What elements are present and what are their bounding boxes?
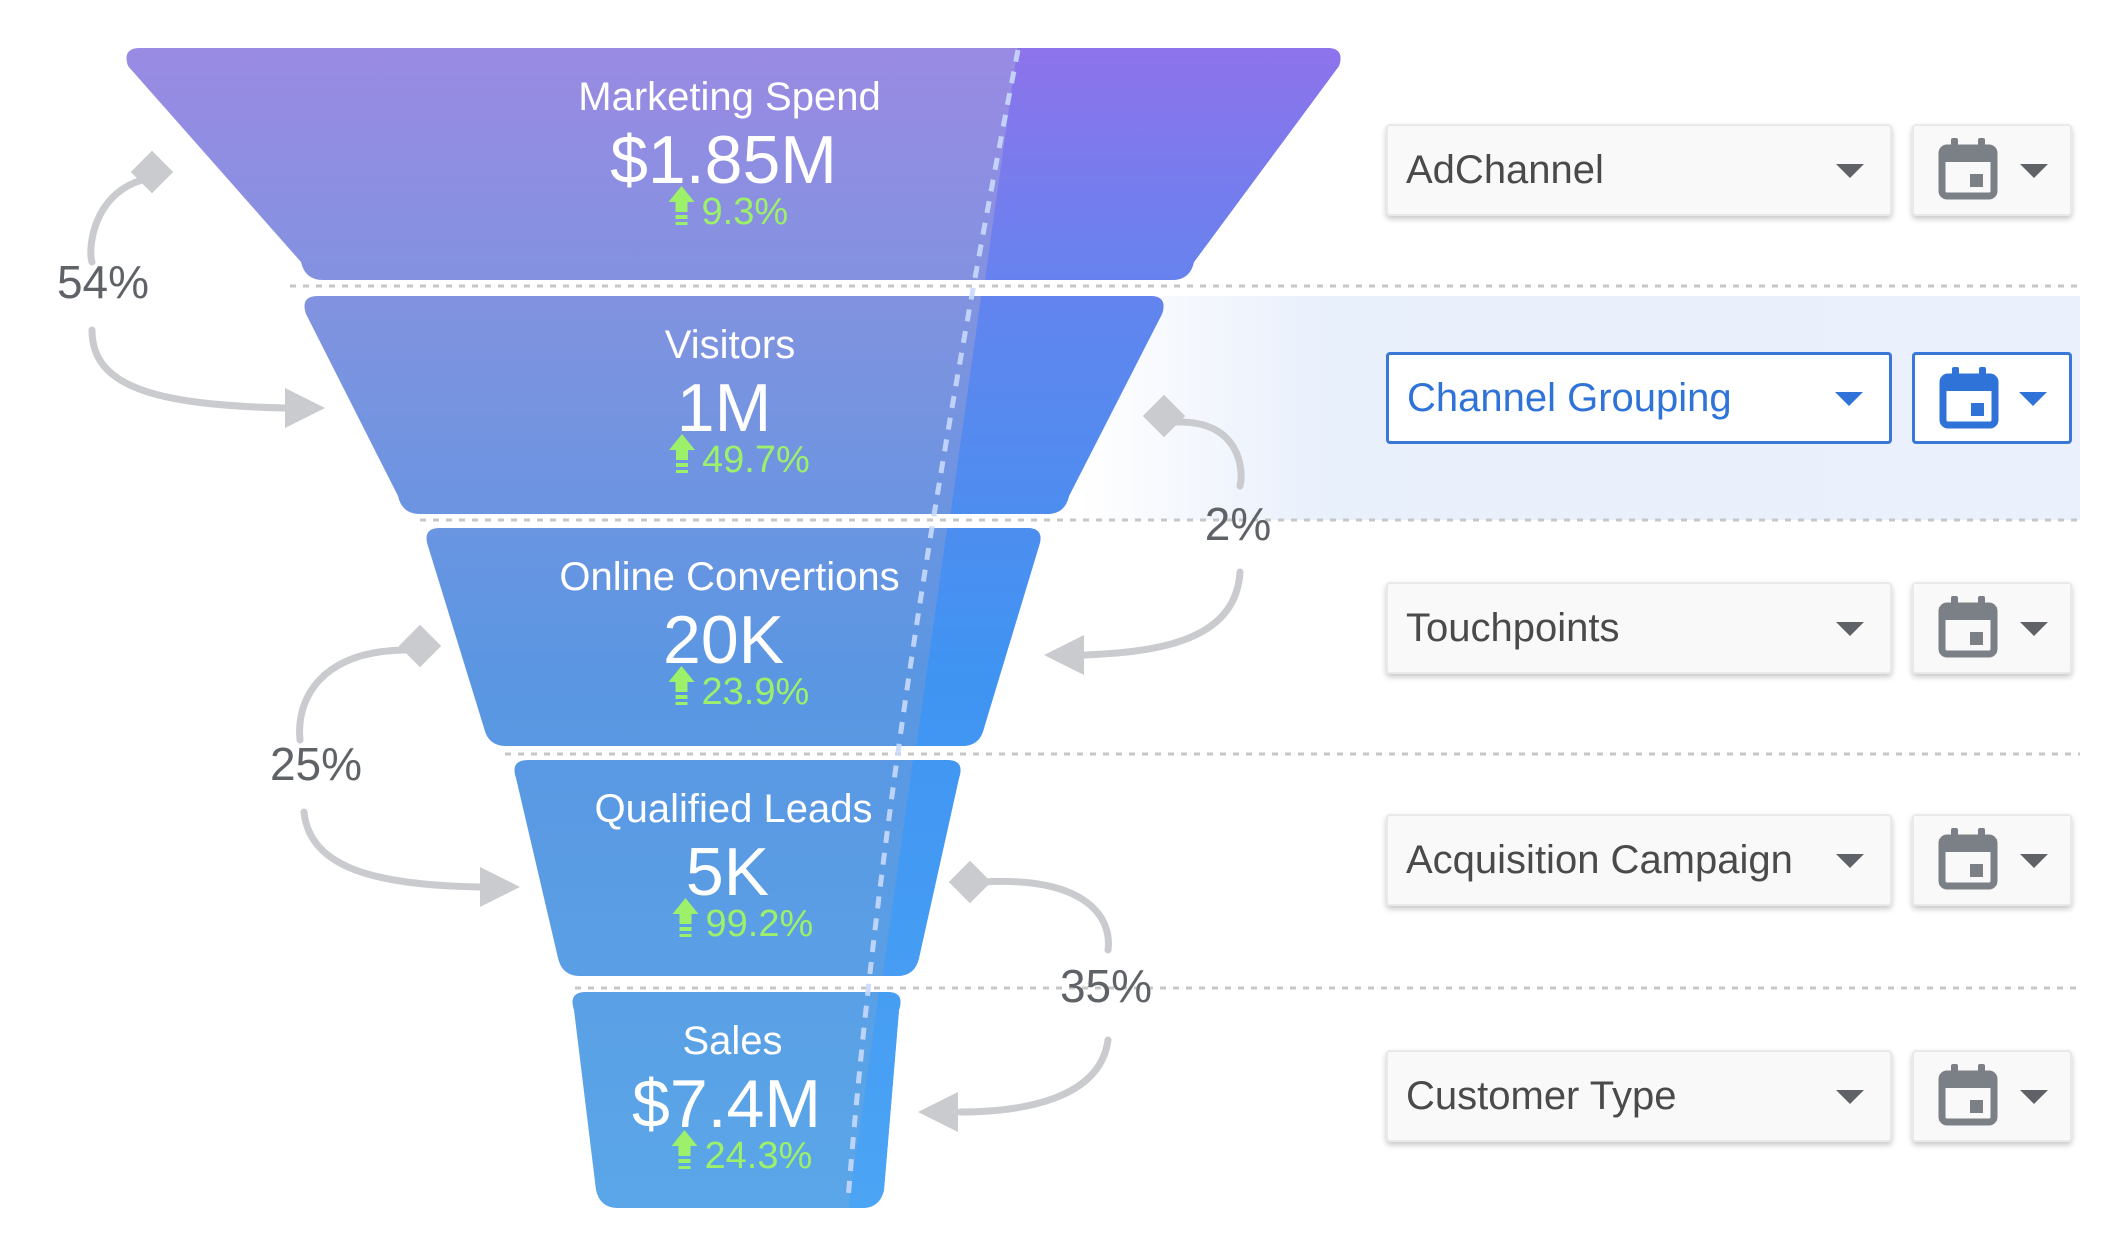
funnel-stage-shape bbox=[304, 296, 1164, 514]
filter-select-label: Acquisition Campaign bbox=[1406, 837, 1793, 882]
chevron-down-icon bbox=[2020, 1090, 2048, 1104]
conversion-arrow: 35% bbox=[918, 860, 1152, 1132]
diamond-icon bbox=[948, 860, 992, 904]
chevron-down-icon bbox=[2020, 622, 2048, 636]
conversion-arrow: 2% bbox=[1044, 394, 1271, 675]
date-picker-button[interactable] bbox=[1912, 124, 2072, 216]
filter-select[interactable]: Customer Type bbox=[1386, 1050, 1892, 1142]
conversion-arrow-line bbox=[1081, 418, 1245, 659]
conversion-arrow: 54% bbox=[57, 150, 325, 428]
conversion-arrow-line bbox=[956, 877, 1112, 1116]
stage-name: Visitors bbox=[665, 323, 795, 367]
chevron-down-icon bbox=[1835, 392, 1863, 406]
stage-change: 9.3% bbox=[702, 191, 789, 233]
chevron-down-icon bbox=[2019, 392, 2047, 406]
conversion-arrow: 25% bbox=[270, 624, 520, 907]
row-separators bbox=[290, 284, 2080, 990]
conversion-rate: 54% bbox=[57, 256, 149, 308]
date-picker-button[interactable] bbox=[1912, 582, 2072, 674]
arrow-up-icon bbox=[668, 186, 695, 225]
stage-value: 5K bbox=[686, 834, 769, 910]
chevron-down-icon bbox=[1836, 854, 1864, 868]
arrow-up-icon bbox=[672, 898, 699, 937]
filter-select-label: Channel Grouping bbox=[1407, 375, 1732, 420]
chevron-down-icon bbox=[2020, 164, 2048, 178]
chevron-down-icon bbox=[1836, 1090, 1864, 1104]
stage-name: Marketing Spend bbox=[578, 75, 880, 119]
date-picker-button[interactable] bbox=[1912, 1050, 2072, 1142]
arrow-head-icon bbox=[1044, 635, 1084, 675]
stage-change: 23.9% bbox=[702, 671, 810, 713]
filter-select[interactable]: Touchpoints bbox=[1386, 582, 1892, 674]
diamond-icon bbox=[130, 150, 174, 194]
conversion-arrow-line bbox=[296, 646, 484, 891]
split-line bbox=[845, 49, 1021, 1201]
conversion-rate: 25% bbox=[270, 738, 362, 790]
chevron-down-icon bbox=[1836, 164, 1864, 178]
stage-change: 24.3% bbox=[705, 1135, 813, 1177]
funnel-stage-segment bbox=[949, 296, 1164, 514]
arrow-up-icon bbox=[668, 666, 695, 705]
arrow-up-icon bbox=[669, 434, 695, 473]
diamond-icon bbox=[398, 624, 442, 668]
stage-name: Qualified Leads bbox=[595, 787, 873, 831]
date-picker-button[interactable] bbox=[1912, 814, 2072, 906]
conversion-rate: 35% bbox=[1060, 960, 1152, 1012]
arrow-head-icon bbox=[480, 867, 520, 907]
stage-change: 99.2% bbox=[706, 903, 814, 945]
funnel-stage-shape bbox=[572, 992, 901, 1208]
funnel-stage-segment bbox=[881, 760, 961, 976]
arrow-up-icon bbox=[671, 1130, 698, 1169]
filter-select[interactable]: AdChannel bbox=[1386, 124, 1892, 216]
stage-value: $1.85M bbox=[610, 122, 837, 198]
stage-change: 49.7% bbox=[702, 439, 810, 481]
stage-value: 20K bbox=[663, 602, 784, 678]
diamond-icon bbox=[1142, 394, 1186, 438]
stage-value: 1M bbox=[677, 370, 771, 446]
calendar-icon bbox=[1939, 367, 1999, 429]
conversion-rate: 2% bbox=[1205, 498, 1271, 550]
conversion-arrow-line bbox=[87, 176, 289, 412]
arrow-head-icon bbox=[918, 1092, 958, 1132]
filter-select-label: Touchpoints bbox=[1406, 605, 1620, 650]
conversion-arrows: 54% 2% 25% 35% bbox=[57, 150, 1271, 1132]
stage-name: Online Convertions bbox=[559, 555, 899, 599]
filter-select[interactable]: Channel Grouping bbox=[1386, 352, 1892, 444]
funnel-stage-shape bbox=[514, 760, 961, 976]
arrow-head-icon bbox=[285, 388, 325, 428]
calendar-icon bbox=[1938, 1064, 1998, 1126]
calendar-icon bbox=[1938, 596, 1998, 658]
funnel-stage-segment bbox=[984, 48, 1341, 280]
calendar-icon bbox=[1938, 138, 1998, 200]
funnel-stage-segment bbox=[915, 528, 1041, 746]
stage-value: $7.4M bbox=[632, 1066, 821, 1142]
chevron-down-icon bbox=[2020, 854, 2048, 868]
filter-select-label: Customer Type bbox=[1406, 1073, 1677, 1118]
funnel-stage-segment bbox=[847, 992, 901, 1208]
filter-select-label: AdChannel bbox=[1406, 147, 1604, 192]
calendar-icon bbox=[1938, 828, 1998, 890]
filter-select[interactable]: Acquisition Campaign bbox=[1386, 814, 1892, 906]
date-picker-button[interactable] bbox=[1912, 352, 2072, 444]
funnel-stage-shape bbox=[426, 528, 1041, 746]
chevron-down-icon bbox=[1836, 622, 1864, 636]
stage-name: Sales bbox=[682, 1019, 782, 1063]
